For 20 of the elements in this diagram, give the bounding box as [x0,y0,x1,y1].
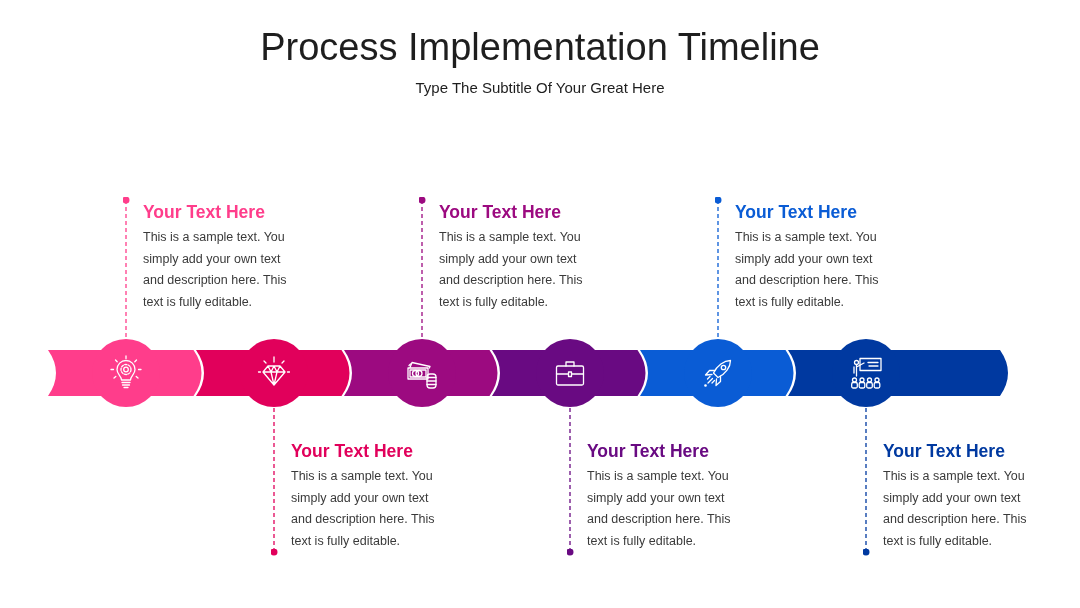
leader-line [566,406,574,556]
leader-line [270,406,278,556]
step-heading: Your Text Here [439,201,561,224]
leader-line [862,406,870,556]
leader-line [418,196,426,340]
title: Process Implementation Timeline [260,25,820,70]
step-heading: Your Text Here [883,440,1005,463]
step-heading: Your Text Here [291,440,413,463]
step-heading: Your Text Here [143,201,265,224]
step-description: This is a sample text. You simply add your own text and description here. This text is fully editable. [735,229,880,311]
step-description: This is a sample text. You simply add your own text and description here. This text is fully editable. [439,229,584,311]
leader-line [122,196,130,340]
step-description: This is a sample text. You simply add your own text and description here. This text is fully editable. [587,468,732,550]
step-description: This is a sample text. You simply add your own text and description here. This text is fully editable. [291,468,436,550]
step-heading: Your Text Here [735,201,857,224]
subtitle: Type The Subtitle Of Your Great Here [415,79,665,97]
leader-line [714,196,722,340]
step-description: This is a sample text. You simply add your own text and description here. This text is fully editable. [883,468,1028,550]
step-heading: Your Text Here [587,440,709,463]
step-description: This is a sample text. You simply add your own text and description here. This text is fully editable. [143,229,288,311]
